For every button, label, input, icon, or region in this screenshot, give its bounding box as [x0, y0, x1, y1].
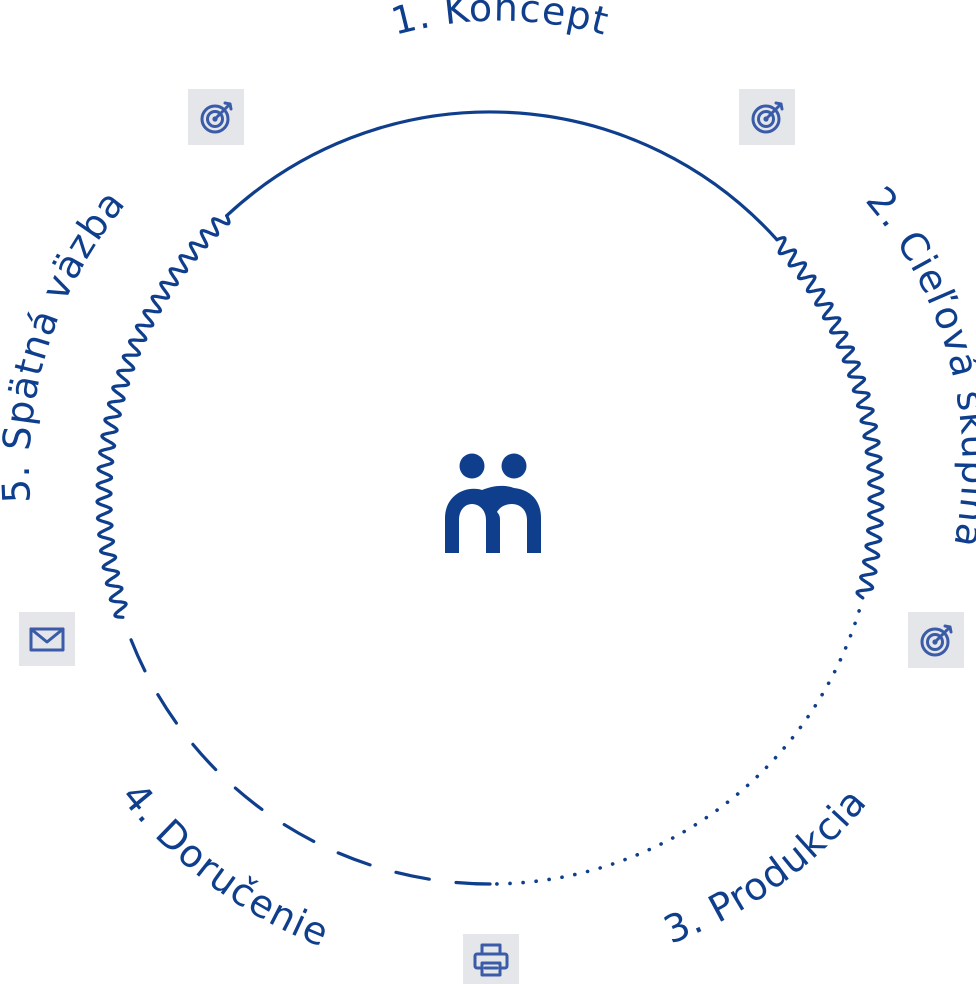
- cycle-ring: [95, 110, 885, 886]
- ring-segment-dorucenie: [125, 628, 492, 886]
- target-icon: [188, 89, 244, 145]
- stage-label-koncept: 1. Koncept: [387, 0, 614, 44]
- company-logo: [445, 453, 541, 553]
- target-icon: [739, 89, 795, 145]
- printer-icon: [463, 934, 519, 984]
- stage-label-spatna-vazba: 5. Spätná väzba: [0, 181, 134, 504]
- ring-segment-cielova-skupina: [775, 236, 885, 600]
- ring-segment-spatna-vazba: [95, 214, 231, 619]
- ring-segment-produkcia: [488, 609, 861, 886]
- stage-label-produkcia: 3. Produkcia: [658, 779, 875, 952]
- envelope-icon: [19, 612, 75, 666]
- ring-segment-koncept: [225, 110, 779, 242]
- stage-label-dorucenie: 4. Doručenie: [113, 775, 336, 956]
- target-icon: [908, 612, 964, 668]
